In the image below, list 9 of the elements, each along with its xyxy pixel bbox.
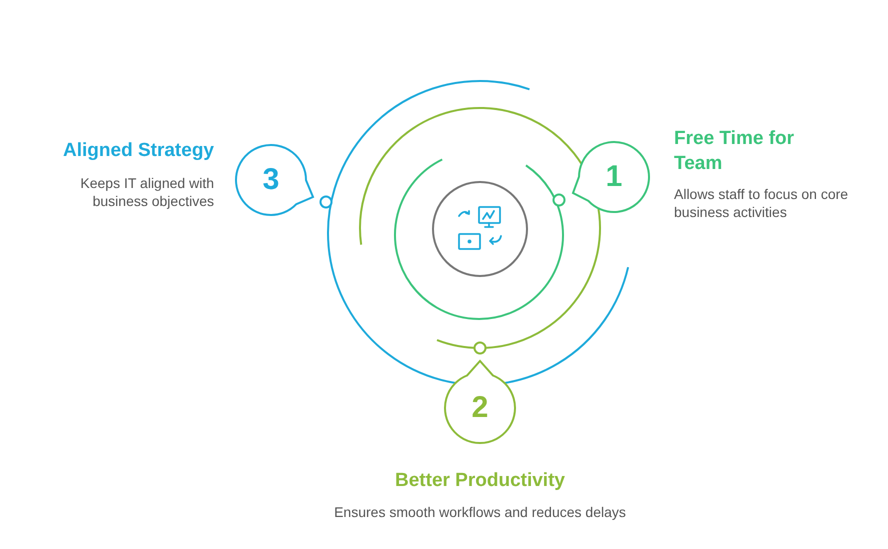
step-heading: Better Productivity — [394, 469, 566, 493]
step-heading: Free Time for Team — [674, 127, 796, 176]
step-description: Keeps IT aligned with business objectives — [79, 174, 214, 210]
step-number: 1 — [606, 162, 622, 192]
step-number: 2 — [472, 393, 488, 423]
step-heading: Aligned Strategy — [62, 139, 214, 163]
step-description: Allows staff to focus on core business activities — [674, 185, 849, 221]
step-description: Ensures smooth workflows and reduces delays — [333, 503, 627, 521]
step-number: 3 — [262, 165, 280, 195]
